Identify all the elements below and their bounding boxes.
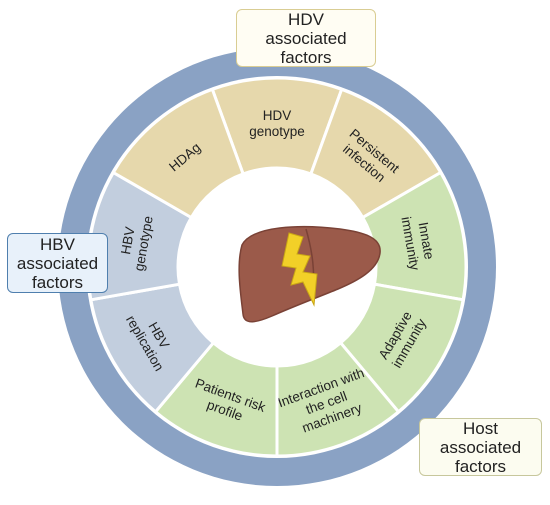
segment-hdag	[111, 87, 246, 220]
hdv-factors-box: HDV associated factors	[236, 9, 376, 67]
host-factors-box: Host associated factors	[419, 418, 542, 476]
hbv-factors-box: HBV associated factors	[7, 233, 108, 293]
lightning-bolt-icon	[281, 232, 318, 307]
